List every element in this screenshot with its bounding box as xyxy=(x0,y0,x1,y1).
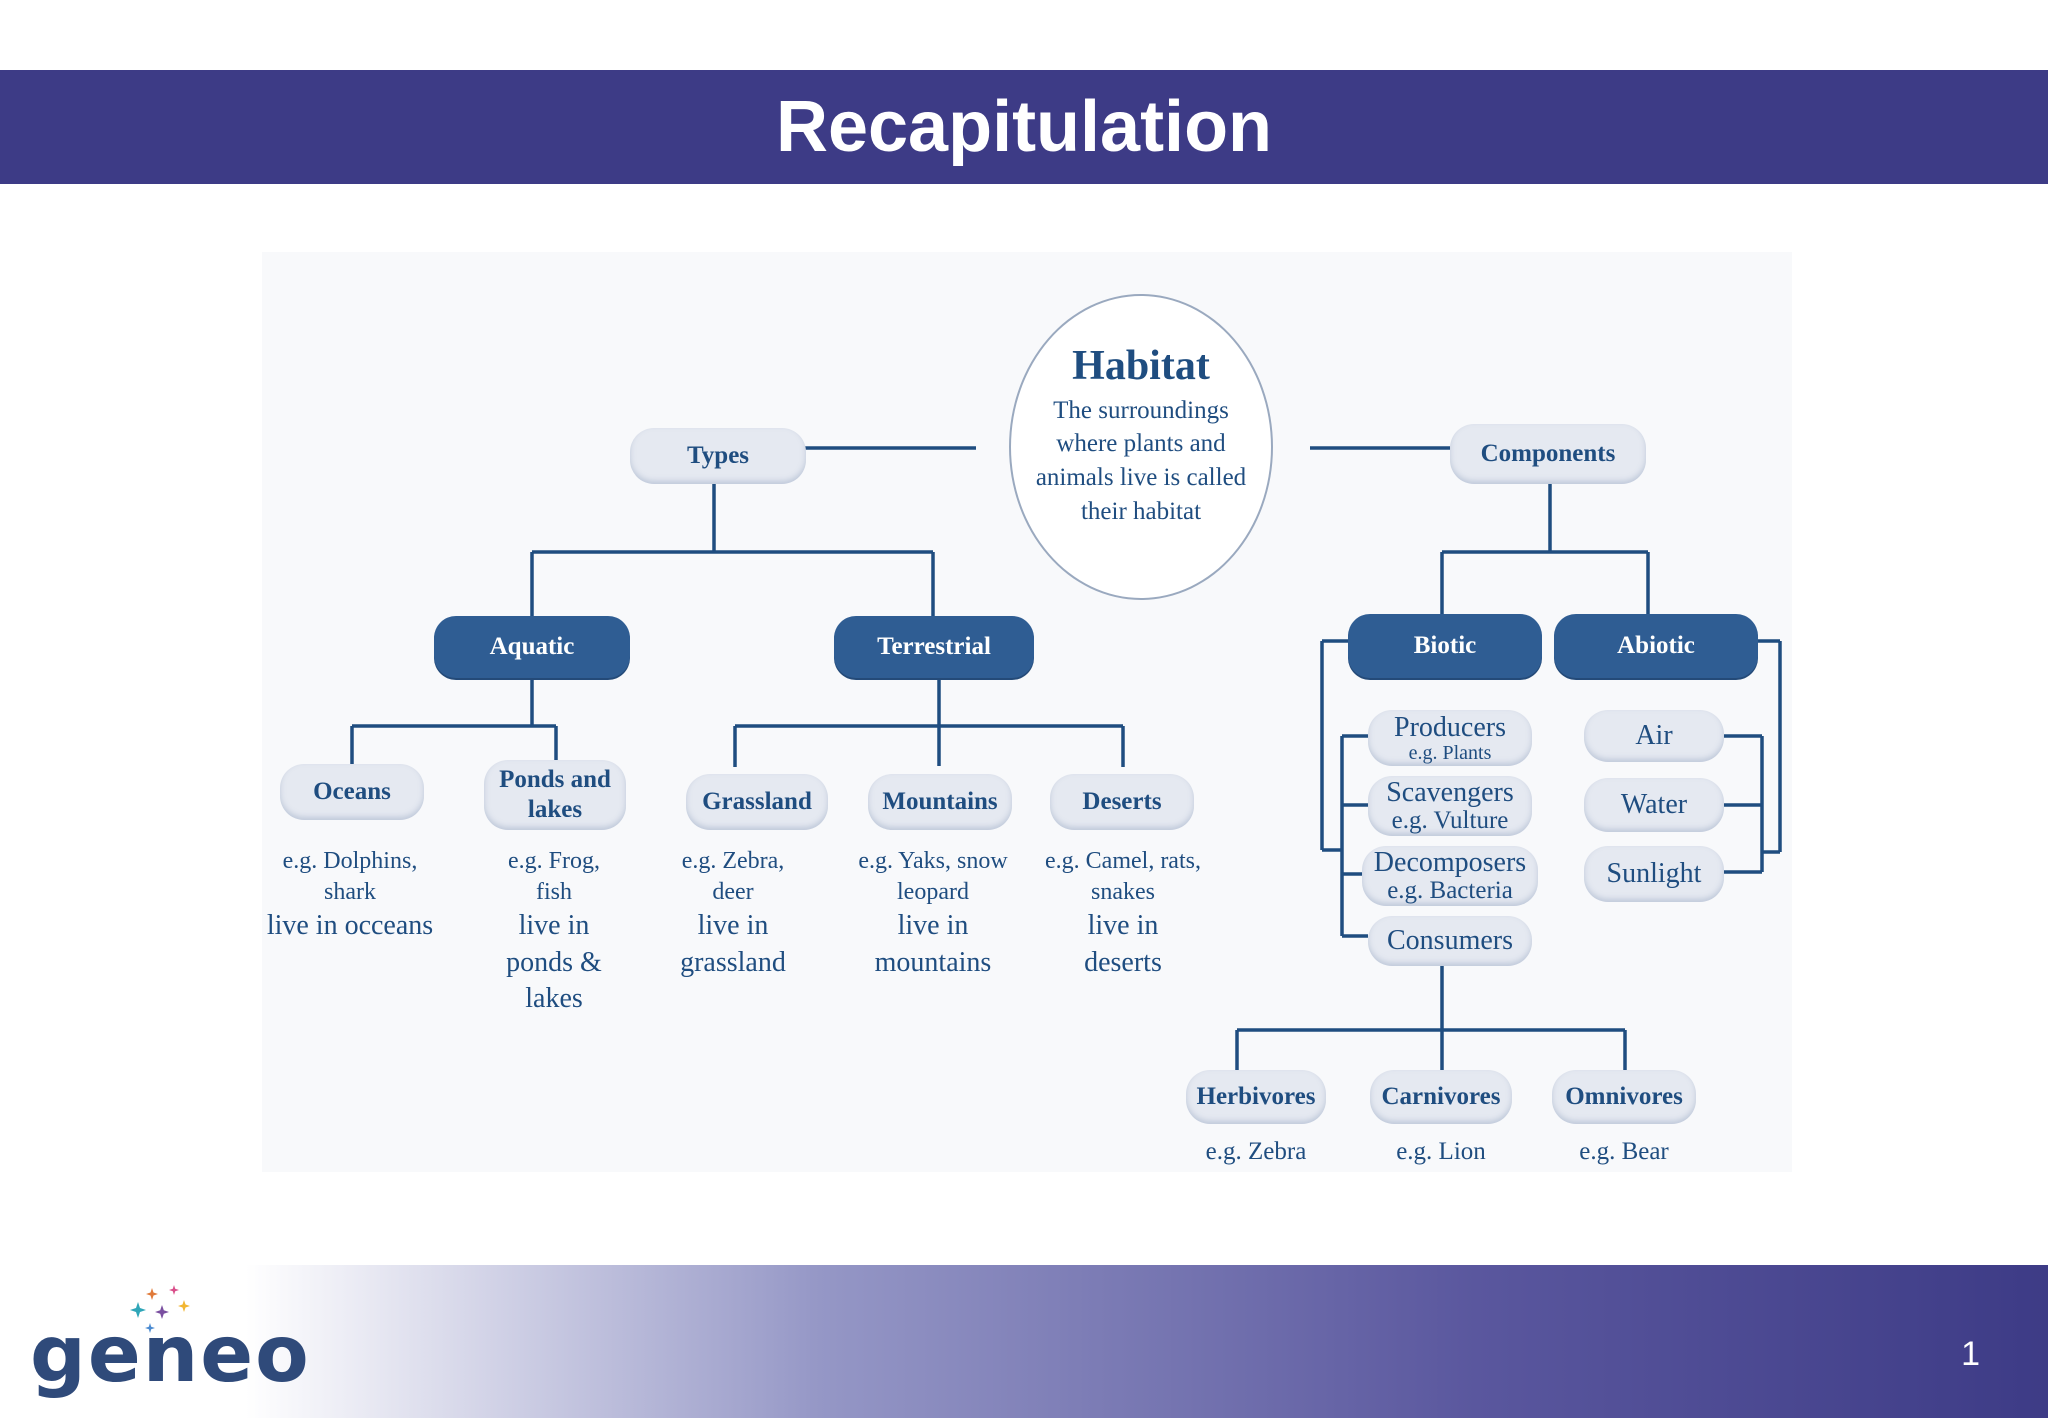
page-number: 1 xyxy=(1961,1335,1980,1373)
node-sunlight: Sunlight xyxy=(1584,846,1724,902)
example-oceans: e.g. Dolphins, shark live in occeans xyxy=(262,846,438,945)
example-deserts-lives: live in deserts xyxy=(1084,910,1162,978)
geneo-logo: geneo xyxy=(30,1280,309,1410)
node-omnivores: Omnivores xyxy=(1552,1070,1696,1124)
scavengers-example: e.g. Vulture xyxy=(1391,807,1509,834)
omnivores-example: e.g. Bear xyxy=(1579,1138,1669,1165)
scavengers-label: Scavengers xyxy=(1386,777,1514,808)
example-grassland-lives: live in grassland xyxy=(680,910,786,978)
node-biotic: Biotic xyxy=(1348,614,1542,678)
producers-example: e.g. Plants xyxy=(1408,741,1492,764)
habitat-description: The surroundings where plants and animal… xyxy=(1035,396,1247,525)
example-ponds-lives: live in ponds & lakes xyxy=(506,910,602,1015)
node-mountains: Mountains xyxy=(868,774,1012,830)
node-grassland: Grassland xyxy=(686,774,828,830)
node-deserts: Deserts xyxy=(1050,774,1194,830)
habitat-ellipse: Habitat The surroundings where plants an… xyxy=(1009,294,1273,600)
node-types: Types xyxy=(630,428,806,484)
example-oceans-lives: live in occeans xyxy=(266,910,434,942)
habitat-concept-map: Habitat The surroundings where plants an… xyxy=(262,252,1792,1172)
example-ponds-animals: e.g. Frog, fish xyxy=(508,848,600,906)
node-oceans: Oceans xyxy=(280,764,424,820)
decomposers-label: Decomposers xyxy=(1373,847,1527,878)
example-herbivores: e.g. Zebra xyxy=(1186,1136,1326,1169)
connector-lines xyxy=(350,446,1782,1070)
example-mountains-animals: e.g. Yaks, snow leopard xyxy=(858,848,1008,906)
node-decomposers: Decomposers e.g. Bacteria xyxy=(1362,846,1538,906)
example-grassland: e.g. Zebra, deer live in grassland xyxy=(668,846,798,981)
node-terrestrial: Terrestrial xyxy=(834,616,1034,678)
slide-title: Recapitulation xyxy=(775,87,1273,167)
example-oceans-animals: e.g. Dolphins, shark xyxy=(282,848,418,906)
sparkle-stars-icon xyxy=(130,1285,190,1333)
node-air: Air xyxy=(1584,710,1724,762)
example-mountains-lives: live in mountains xyxy=(874,910,992,978)
node-ponds-and-lakes: Ponds and lakes xyxy=(484,760,626,830)
carnivores-example: e.g. Lion xyxy=(1396,1138,1486,1165)
example-ponds: e.g. Frog, fish live in ponds & lakes xyxy=(468,846,640,1018)
logo-text: geneo xyxy=(30,1310,311,1400)
footer-band xyxy=(0,1265,2048,1418)
node-producers: Producers e.g. Plants xyxy=(1368,710,1532,766)
herbivores-example: e.g. Zebra xyxy=(1205,1138,1307,1165)
node-components: Components xyxy=(1450,424,1646,484)
example-grassland-animals: e.g. Zebra, deer xyxy=(681,848,785,906)
example-carnivores: e.g. Lion xyxy=(1370,1136,1512,1169)
node-aquatic: Aquatic xyxy=(434,616,630,678)
decomposers-example: e.g. Bacteria xyxy=(1387,877,1513,904)
producers-label: Producers xyxy=(1394,711,1506,743)
node-scavengers: Scavengers e.g. Vulture xyxy=(1368,776,1532,836)
node-abiotic: Abiotic xyxy=(1554,614,1758,678)
example-deserts-animals: e.g. Camel, rats, snakes xyxy=(1045,848,1201,906)
title-bar: Recapitulation xyxy=(0,70,2048,184)
example-omnivores: e.g. Bear xyxy=(1552,1136,1696,1169)
example-mountains: e.g. Yaks, snow leopard live in mountain… xyxy=(848,846,1018,981)
habitat-title: Habitat xyxy=(1072,342,1210,389)
node-water: Water xyxy=(1584,778,1724,832)
node-consumers: Consumers xyxy=(1368,916,1532,966)
node-herbivores: Herbivores xyxy=(1186,1070,1326,1124)
example-deserts: e.g. Camel, rats, snakes live in deserts xyxy=(1038,846,1208,981)
node-carnivores: Carnivores xyxy=(1370,1070,1512,1124)
